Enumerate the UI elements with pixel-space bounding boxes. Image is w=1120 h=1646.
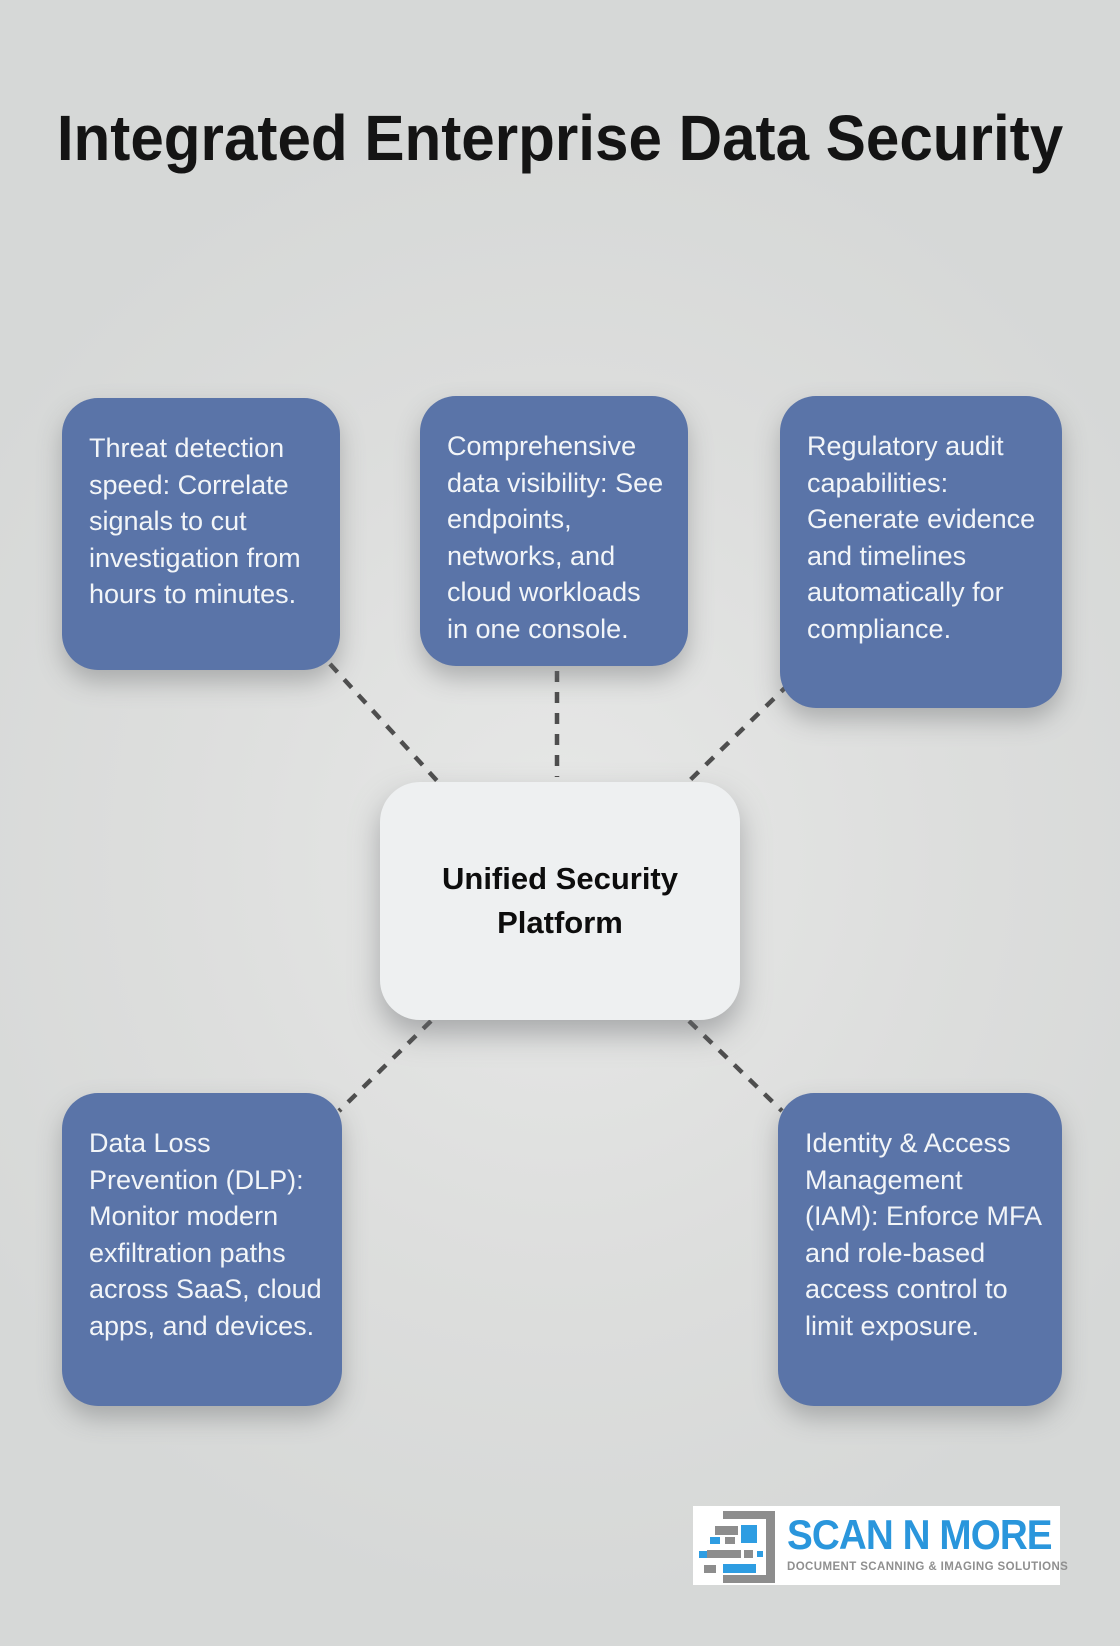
node-iam-text: Identity & Access Management (IAM): Enfo… [805,1128,1041,1341]
connector-center-to-dlp [337,1019,433,1113]
connector-center-to-iam [687,1019,784,1113]
icon-block [704,1565,716,1573]
icon-block [757,1551,763,1557]
node-iam: Identity & Access Management (IAM): Enfo… [778,1093,1062,1406]
connector-threat-to-center [328,662,442,786]
pixel-scan-document-icon [699,1510,777,1583]
footer-logo: SCAN N MORE DOCUMENT SCANNING & IMAGING … [693,1506,1069,1585]
icon-block [725,1537,735,1544]
logo-text-block: SCAN N MORE DOCUMENT SCANNING & IMAGING … [787,1511,1069,1574]
center-node-unified-security-platform: Unified Security Platform [380,782,740,1020]
node-regulatory-audit-text: Regulatory audit capabilities: Generate … [807,431,1036,644]
logo-brand-text: SCAN N MORE [787,1511,1053,1558]
node-dlp-text: Data Loss Prevention (DLP): Monitor mode… [89,1128,322,1341]
icon-block [741,1525,757,1543]
icon-block [710,1537,720,1544]
node-dlp: Data Loss Prevention (DLP): Monitor mode… [62,1093,342,1406]
icon-frame-right [766,1511,775,1583]
icon-block [744,1550,753,1558]
icon-block [699,1551,707,1558]
center-node-label: Unified Security Platform [442,861,678,940]
page-title: Integrated Enterprise Data Security [56,102,1064,174]
node-data-visibility: Comprehensive data visibility: See endpo… [420,396,688,666]
connector-audit-to-center [684,682,791,786]
node-regulatory-audit: Regulatory audit capabilities: Generate … [780,396,1062,708]
node-threat-detection-text: Threat detection speed: Correlate signal… [89,433,301,609]
node-threat-detection: Threat detection speed: Correlate signal… [62,398,340,670]
icon-frame-top [723,1511,774,1519]
icon-block [715,1526,738,1535]
node-data-visibility-text: Comprehensive data visibility: See endpo… [447,431,664,644]
icon-block [723,1564,756,1573]
logo-tagline-text: DOCUMENT SCANNING & IMAGING SOLUTIONS [787,1561,1069,1573]
icon-frame-bottom [723,1575,774,1583]
icon-block [707,1550,741,1558]
